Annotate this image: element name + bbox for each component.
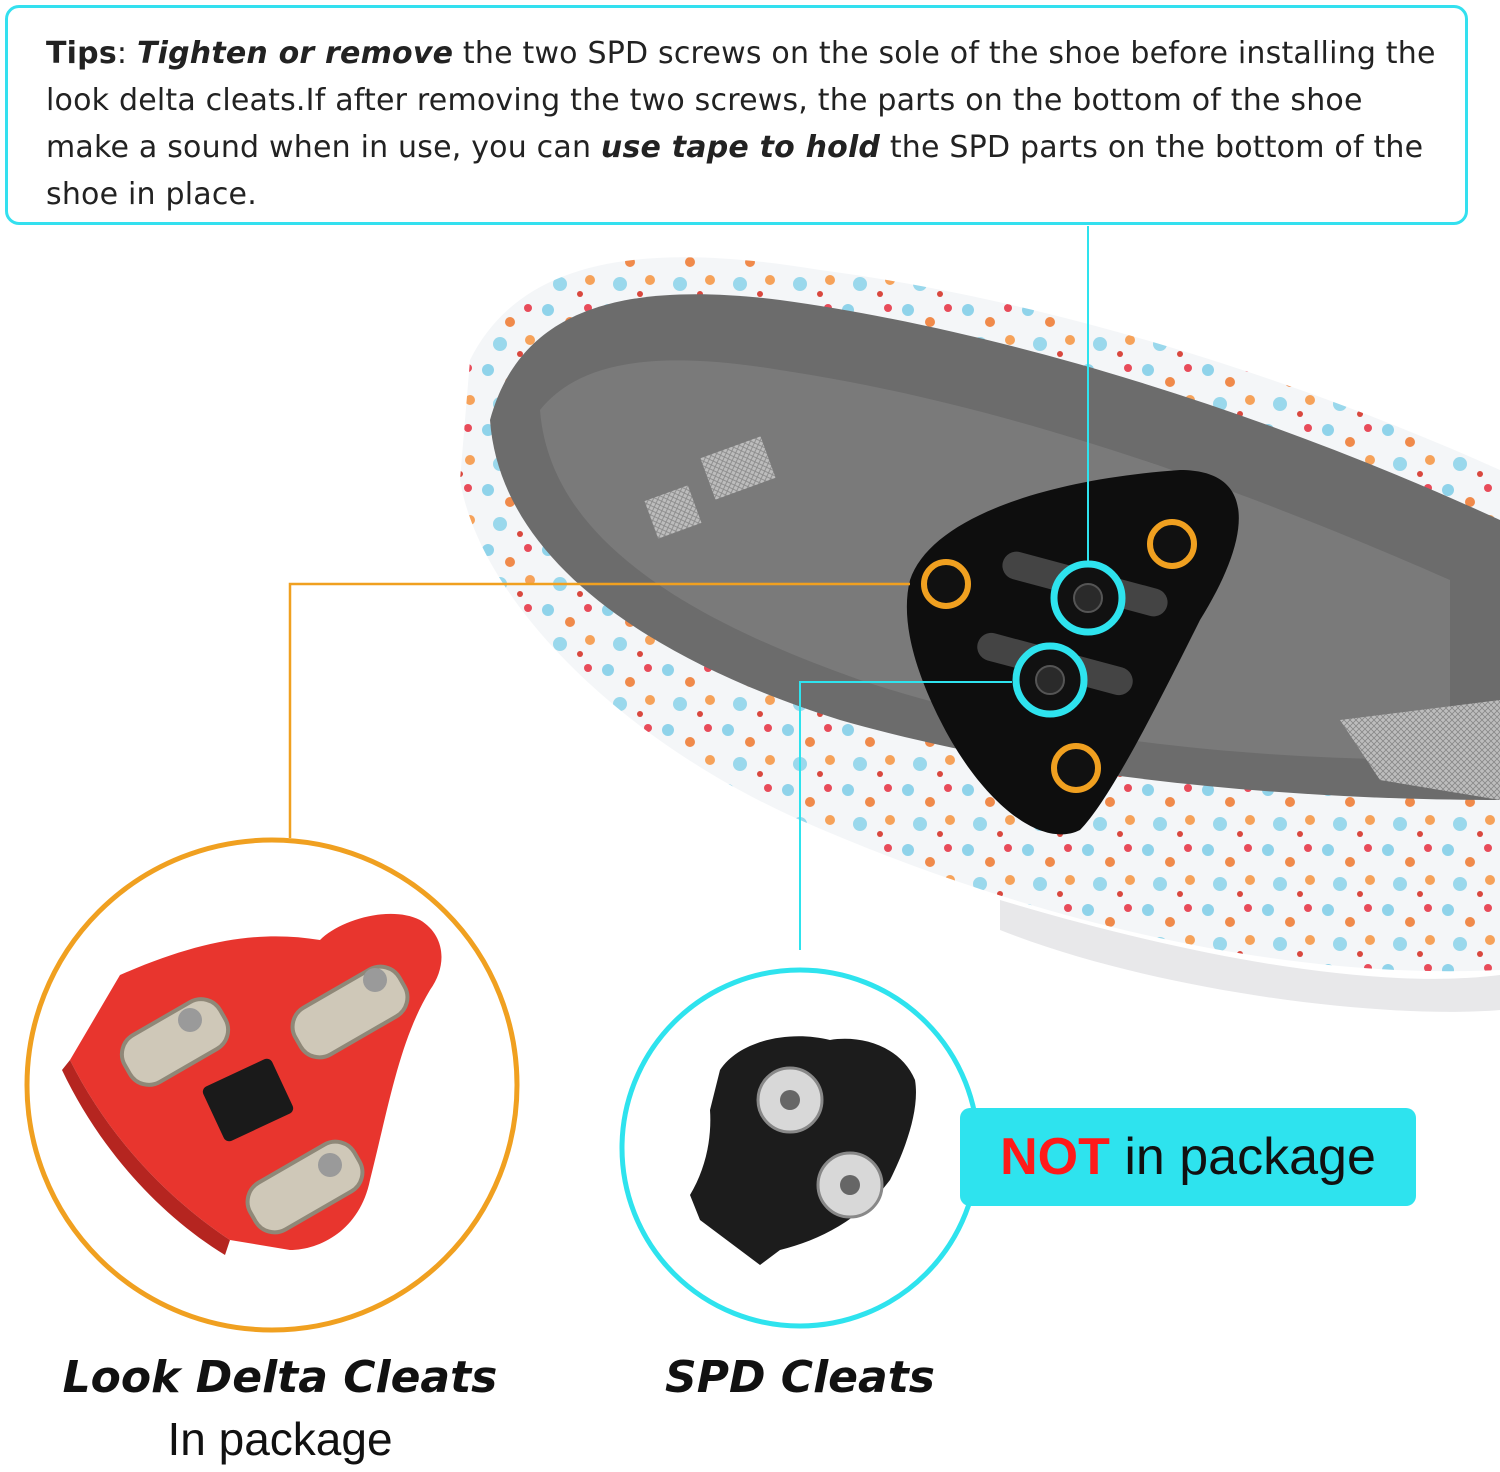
look-cleat-pad (202, 1058, 294, 1142)
tips-box: Tips: Tighten or remove the two SPD scre… (5, 5, 1468, 225)
tips-emphasis: Tighten or remove (136, 36, 454, 71)
callout-line (799, 681, 1012, 950)
look-cleats-subtitle: In package (167, 1413, 393, 1465)
spd-screw-icon (1073, 583, 1103, 613)
look-cleats-title: Look Delta Cleats (62, 1352, 498, 1403)
screw-icon (363, 968, 387, 992)
spd-screw-icon (1035, 665, 1065, 695)
not-label: NOT (1000, 1128, 1110, 1186)
shoe-toe-white (1000, 900, 1500, 1012)
tips-text: the SPD parts on the bottom of the shoe … (46, 130, 1424, 212)
look-hole-ring (1147, 519, 1197, 569)
callout-line (288, 582, 910, 838)
in-package-label: in package (1109, 1128, 1376, 1186)
spd-cleats-title: SPD Cleats (665, 1352, 935, 1403)
not-in-package-badge: NOT in package (960, 1108, 1416, 1206)
look-hole-ring (1051, 743, 1101, 793)
tips-label: Tips (46, 36, 117, 71)
tips-text: the two SPD screws on the sole of the sh… (46, 36, 1436, 165)
screw-icon (318, 1153, 342, 1177)
look-cleat-shadow (62, 1060, 230, 1255)
tips-emphasis: use tape to hold (600, 130, 881, 165)
sole-vent (644, 485, 702, 539)
look-hole-ring (921, 559, 971, 609)
sole-vent (1340, 700, 1500, 800)
screw-icon (178, 1008, 202, 1032)
sole-vent (700, 436, 776, 500)
